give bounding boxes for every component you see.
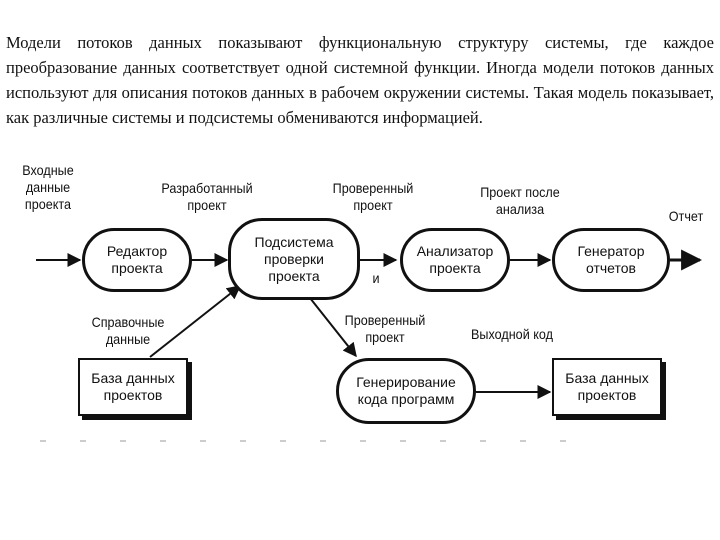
flow-label-and: и	[372, 270, 380, 286]
flow-label-output-code: Выходной код	[471, 326, 553, 342]
data-flow-diagram: Входные данные проекта Разработанный про…	[0, 150, 720, 450]
arrow-checker-to-codegen	[309, 297, 357, 358]
node-report-generator: Генератор отчетов	[552, 228, 670, 292]
flow-label-after-analysis: Проект после анализа	[480, 184, 560, 217]
scan-artifact-line	[40, 440, 600, 442]
flow-label-checked-top: Проверенный проект	[332, 180, 414, 213]
flow-label-report: Отчет	[668, 208, 704, 224]
description-paragraph: Модели потоков данных показывают функцио…	[6, 33, 714, 127]
node-db-left: База данных проектов	[78, 358, 188, 416]
flow-label-checked-bottom: Проверенный проект	[344, 312, 426, 345]
node-code-generation: Генерирование кода программ	[336, 358, 476, 424]
node-analyzer: Анализатор проекта	[400, 228, 510, 292]
arrow-db-to-checker	[149, 285, 242, 358]
node-editor: Редактор проекта	[82, 228, 192, 292]
flow-arrows	[36, 249, 703, 399]
flow-label-reference: Справочные данные	[91, 314, 165, 347]
flow-label-developed: Разработанный проект	[161, 180, 253, 213]
flow-label-input: Входные данные проекта	[22, 162, 74, 212]
node-checker: Подсистема проверки проекта	[228, 218, 360, 300]
node-db-right: База данных проектов	[552, 358, 662, 416]
